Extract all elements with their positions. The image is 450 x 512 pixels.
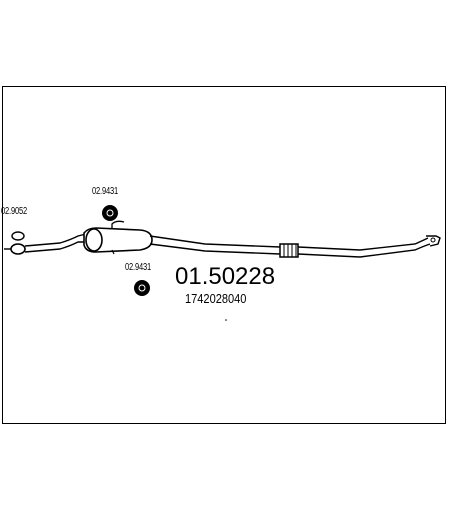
callout-gasket: 02.9052: [1, 206, 28, 217]
rear-pipe: [297, 237, 431, 258]
main-part-number: 01.50228: [175, 263, 276, 290]
clamp-top-icon: [102, 205, 118, 221]
clamp-bottom-icon: [134, 280, 150, 296]
inlet-flange-icon: [4, 243, 26, 255]
callout-clamp-top: 02.9431: [92, 186, 119, 197]
tail-tip-icon: [426, 235, 441, 247]
oem-number: 1742028040: [185, 291, 247, 306]
callout-clamp-bottom: 02.9431: [125, 262, 152, 273]
inlet-pipe: [24, 233, 87, 253]
pipe-sleeve-icon: [279, 243, 299, 258]
dot-mark: [225, 319, 227, 321]
gasket-ring-icon: [11, 231, 25, 241]
muffler-icon: [83, 220, 153, 255]
tail-pipe: [149, 235, 281, 255]
diagram-frame: [2, 86, 446, 424]
